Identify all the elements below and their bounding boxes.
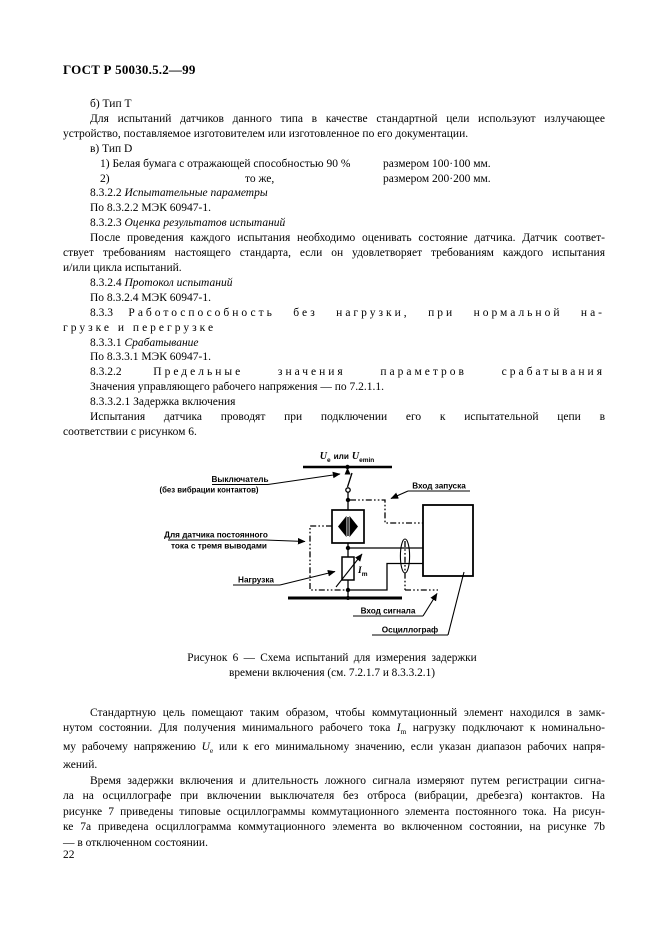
paragraph-line: рисунке 7 приведены типовые осциллограмм…: [63, 805, 605, 818]
text-line: По 8.3.2.4 МЭК 60947-1.: [90, 291, 211, 304]
figure-caption-line2: времени включения (см. 7.2.1.7 и 8.3.3.2…: [229, 667, 435, 679]
lower-wire: [348, 562, 423, 591]
voltage-subscript: e: [209, 745, 214, 755]
spaced-heading-continuation: грузке и перегрузке: [63, 321, 217, 334]
clause-heading: 8.3.3.1 Срабатывание: [63, 336, 605, 351]
circuit-wires: [288, 465, 474, 600]
load-label: Нагрузка: [238, 576, 274, 585]
paragraph-line: ке 7а приведена осциллограмма коммутацио…: [63, 821, 605, 834]
current-symbol: I: [396, 722, 401, 735]
current-label: Im: [357, 566, 368, 578]
dc-sensor-label-line2: тока с тремя выводами: [171, 542, 267, 551]
paragraph-line: жений.: [63, 759, 98, 772]
list-item-text: то же,: [245, 172, 275, 185]
paragraph-line: После проведения каждого испытания необх…: [90, 232, 605, 245]
paragraph-line: Испытания датчика проводят при подключен…: [90, 411, 605, 424]
figure-caption-line1: Рисунок 6 — Схема испытаний для измерени…: [187, 652, 477, 664]
paragraph-line: и/или цикла испытаний.: [63, 261, 182, 274]
clause-title: Предельные значения параметров срабатыва…: [153, 366, 605, 379]
clause-heading: 8.3.2.4 Протокол испытаний: [63, 276, 605, 291]
list-item-num: 2): [100, 172, 110, 185]
text-line: б) Тип Т: [90, 98, 132, 110]
text-segment: нагрузку подключают к номинально-: [406, 722, 605, 735]
list-item-2: 2) то же, размером 200·200 мм.: [63, 172, 605, 187]
list-item-size: размером 200·200 мм.: [383, 172, 491, 185]
text-line: По 8.3.2.2 МЭК 60947-1.: [90, 202, 211, 215]
text-line: По 8.3.3.1 МЭК 60947-1.: [90, 351, 211, 364]
paragraph-line: нутом состоянии. Для получения минимальн…: [63, 721, 605, 739]
clause-number: 8.3.2.2: [90, 187, 122, 200]
sensor-symbol: [338, 513, 358, 540]
switch-label-line2: (без вибрации контактов): [159, 486, 258, 495]
clause-number: 8.3.2.2: [90, 366, 122, 379]
page-number: 22: [63, 849, 75, 861]
clause-title: Оценка результатов испытаний: [124, 217, 286, 230]
voltage-symbol: U: [201, 740, 210, 753]
paragraph-line: — в отключенном состоянии.: [63, 836, 208, 849]
third-terminal-dashed-wire: [309, 525, 346, 591]
paragraph-line: Стандартную цель помещают таким образом,…: [90, 707, 605, 719]
paragraph-line: ствует требованиям настоящего стандарта,…: [63, 247, 605, 260]
oscilloscope-box: [422, 504, 474, 577]
clause-number: 8.3.2.3: [90, 217, 122, 230]
list-item-1: 1) Белая бумага с отражающей способность…: [63, 157, 605, 172]
text-segment: или к его минимальному значению, если ук…: [213, 740, 605, 753]
text-line: Значения управляющего рабочего напряжени…: [90, 381, 385, 394]
clause-title: Испытательные параметры: [124, 187, 268, 200]
clause-number: 8.3.3.1: [90, 336, 122, 349]
clause-title: Работоспособность без нагрузки, при норм…: [128, 306, 605, 319]
bottom-text: Стандартную цель помещают таким образом,…: [63, 706, 605, 851]
dashed-connections: [309, 499, 438, 591]
figure-caption: Рисунок 6 — Схема испытаний для измерени…: [63, 651, 601, 681]
paragraph-line: му рабочему напряжению Ue или к его мини…: [63, 740, 605, 758]
switch-label-line1: Выключатель: [211, 475, 268, 484]
paragraph-line: устройство, поставляемое изготовителем и…: [63, 127, 469, 140]
gost-header: ГОСТ Р 50030.5.2—99: [63, 62, 196, 77]
paragraph-line: ла на осциллографе при включении выключа…: [63, 790, 605, 803]
spaced-heading: 8.3.2.2 Предельные значения параметров с…: [63, 365, 605, 380]
clause-title: Срабатывание: [124, 336, 199, 349]
text-line: 8.3.3.2.1 Задержка включения: [90, 396, 236, 409]
clause-number: 8.3.3: [90, 306, 113, 319]
clause-heading: 8.3.2.3 Оценка результатов испытаний: [63, 216, 605, 231]
current-subscript: m: [400, 727, 407, 737]
spaced-heading: 8.3.3 Работоспособность без нагрузки, пр…: [63, 306, 605, 321]
switch-arrow-tip: [344, 467, 351, 475]
switch-blade: [346, 472, 353, 488]
paragraph-line: соответствии с рисунком 6.: [63, 425, 197, 438]
text-segment: му рабочему напряжению: [63, 740, 202, 753]
clause-title: Протокол испытаний: [124, 276, 233, 289]
clause-heading: 8.3.2.2 Испытательные параметры: [63, 186, 605, 201]
list-item-size: размером 100·100 мм.: [383, 157, 491, 170]
text-segment: нутом состоянии. Для получения минимальн…: [63, 722, 397, 735]
oscilloscope-label: Осциллограф: [382, 626, 438, 635]
text-line: в) Тип D: [90, 142, 133, 155]
trigger-input-label: Вход запуска: [412, 482, 466, 491]
signal-input-label: Вход сигнала: [361, 607, 416, 616]
trigger-dashed-wire: [350, 499, 423, 524]
list-item-text: 1) Белая бумага с отражающей способность…: [100, 157, 351, 170]
label-leaders: [168, 471, 470, 636]
junction-dots: [345, 464, 351, 600]
switch-contact: [345, 487, 351, 493]
resistor-arrow: [335, 553, 363, 588]
clause-number: 8.3.2.4: [90, 276, 122, 289]
body-text: б) Тип Т Для испытаний датчиков данного …: [63, 97, 605, 440]
dc-sensor-label-line1: Для датчика постоянного: [164, 531, 268, 540]
paragraph-line: Время задержки включения и длительность …: [90, 774, 605, 787]
paragraph-line: Для испытаний датчиков данного типа в ка…: [90, 112, 605, 125]
